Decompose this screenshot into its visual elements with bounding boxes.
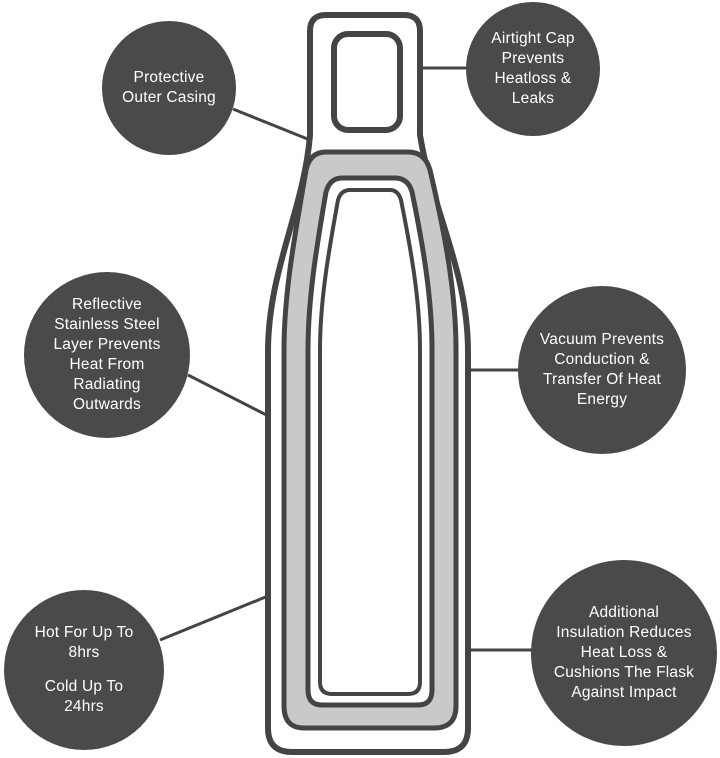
- reflective-layer-label: Reflective Stainless Steel Layer Prevent…: [53, 296, 161, 413]
- cold-label: Cold Up To 24hrs: [44, 678, 124, 715]
- vacuum-callout: Vacuum Prevents Conduction & Transfer Of…: [518, 286, 686, 454]
- cap-shape: [331, 31, 403, 133]
- insulation-label: Additional Insulation Reduces Heat Loss …: [553, 604, 695, 701]
- hot-cold-callout: Hot For Up To 8hrs Cold Up To 24hrs: [4, 590, 164, 750]
- insulation-callout: Additional Insulation Reduces Heat Loss …: [531, 560, 717, 746]
- hot-label: Hot For Up To 8hrs: [34, 624, 134, 661]
- outer-casing-label: Protective Outer Casing: [122, 69, 216, 106]
- outer-casing-callout: Protective Outer Casing: [102, 21, 236, 155]
- cap-label: Airtight Cap Prevents Heatloss & Leaks: [491, 30, 575, 107]
- inner-wall-line: [318, 188, 422, 696]
- reflective-layer-callout: Reflective Stainless Steel Layer Prevent…: [24, 272, 190, 438]
- leader-hot-cold: [159, 594, 269, 642]
- vacuum-label: Vacuum Prevents Conduction & Transfer Of…: [539, 331, 665, 408]
- leader-outer-casing: [232, 107, 311, 142]
- cap-callout: Airtight Cap Prevents Heatloss & Leaks: [466, 2, 600, 136]
